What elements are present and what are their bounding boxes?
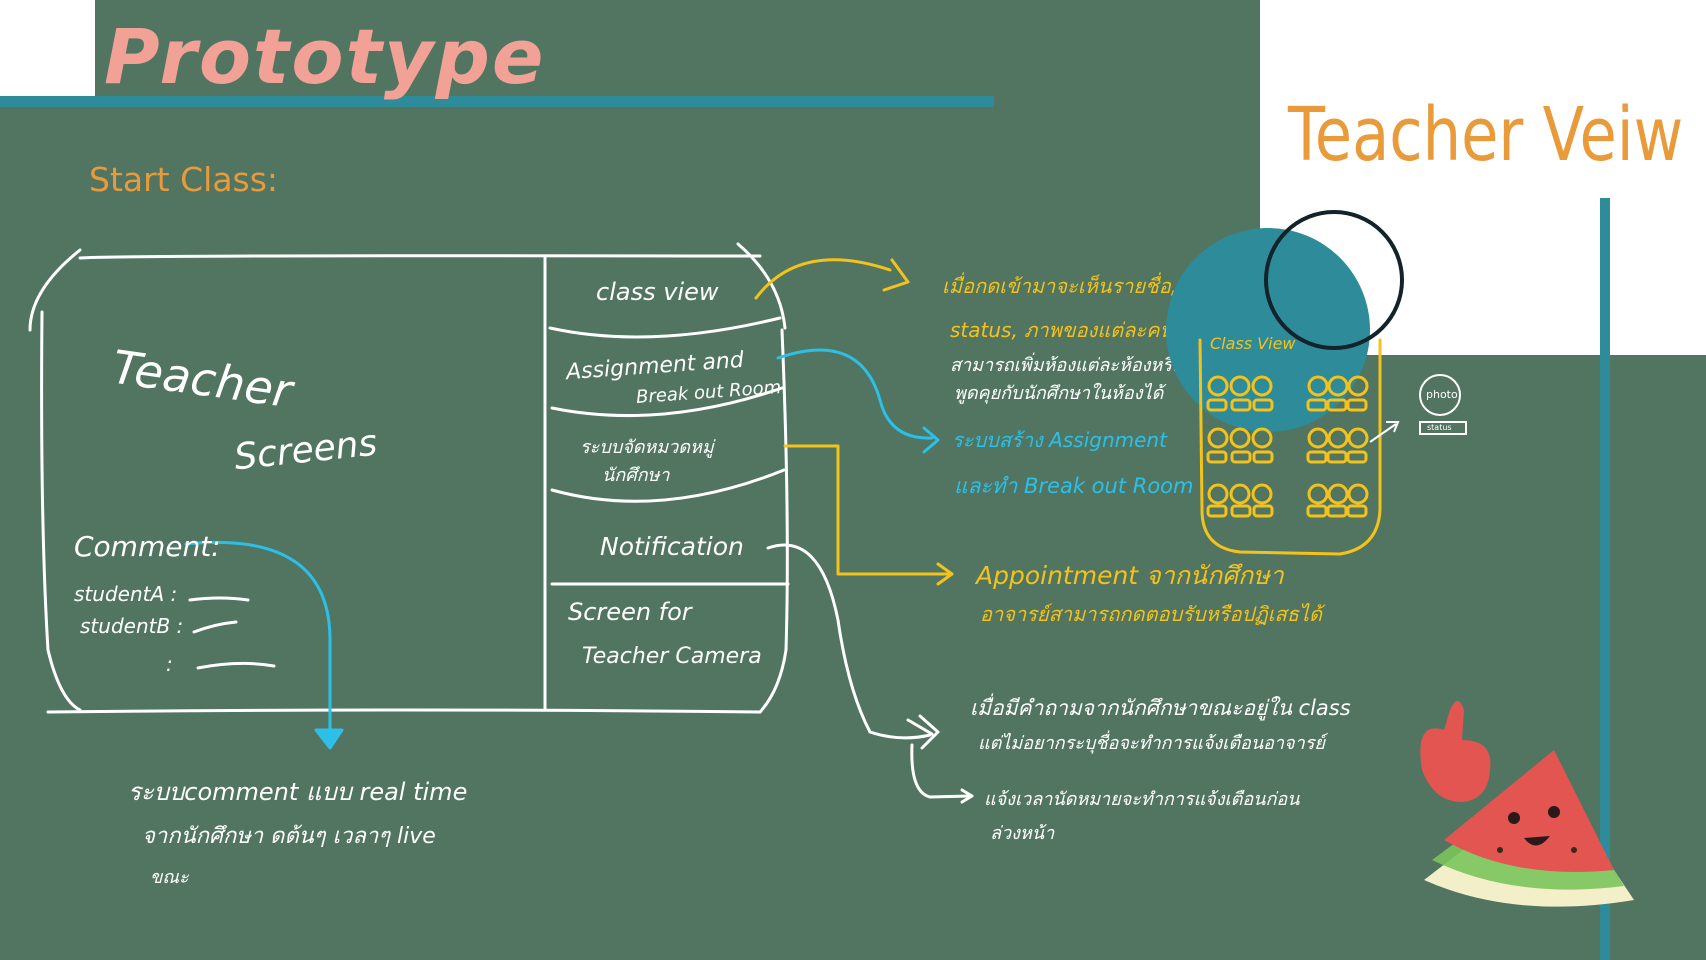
class-view-mock-title: Class View — [1210, 334, 1296, 353]
right-teal-bar — [1600, 198, 1610, 960]
panel-sep-2 — [550, 386, 784, 417]
comment-note-1: ระบบcomment แบบ real time — [128, 778, 468, 806]
thumbs-up-watermelon-icon — [1420, 701, 1634, 907]
notification-arrow-head-1 — [918, 714, 940, 750]
panel-screen-for: Screen for — [568, 598, 692, 626]
comment-note-2: จากนักศึกษา ดต้นๆ เวลาๆ live — [142, 824, 436, 849]
section-label: Start Class: — [89, 160, 279, 199]
comment-row-2: studentB : — [80, 614, 184, 638]
notification-arrow-head-2 — [960, 788, 974, 804]
page-title: Prototype — [104, 12, 546, 101]
frame-top — [78, 254, 762, 260]
panel-notification: Notification — [600, 532, 744, 561]
appointment-arrow — [783, 444, 952, 576]
comment-label: Comment: — [74, 530, 221, 563]
panel-students: นักศึกษา — [602, 465, 670, 486]
notification-arrow-path — [766, 543, 932, 740]
assignment-note-2: และทำ Break out Room — [954, 474, 1194, 498]
zoom-arrow — [1369, 423, 1397, 443]
comment-row-3: : — [166, 652, 173, 676]
decor-teal-circle — [1166, 228, 1370, 432]
title-underline — [0, 96, 994, 107]
panel-sep-1 — [548, 316, 782, 339]
notification-note-2b: ล่วงหน้า — [990, 823, 1055, 844]
classview-note-3: สามารถเพิ่มห้องแต่ละห้องหรือ — [950, 355, 1183, 376]
comment-note-3: ขณะ — [150, 867, 189, 888]
notification-arrow-path-2 — [910, 743, 972, 799]
assignment-arrow-head — [922, 426, 940, 454]
classview-arrow-head — [882, 258, 910, 292]
frame-left — [40, 310, 82, 712]
comment-arrow-head — [314, 728, 344, 750]
classview-note-2: status, ภาพของแต่ละคน — [950, 318, 1174, 342]
photo-label: photo — [1426, 388, 1458, 401]
frame-bottom — [46, 708, 762, 714]
notification-note-2a: แจ้งเวลานัดหมายจะทำการแจ้งเตือนก่อน — [984, 789, 1300, 810]
notification-note-1b: แต่ไม่อยากระบุชื่อจะทำการแจ้งเตือนอาจารย… — [978, 733, 1325, 754]
assignment-arrow — [776, 348, 934, 440]
view-title: Teacher Veiw — [1288, 92, 1684, 178]
decor-outline-circle — [1264, 210, 1404, 350]
frame-corner-tl — [28, 248, 82, 332]
panel-teacher-camera: Teacher Camera — [582, 644, 762, 669]
appointment-note-1: Appointment จากนักศึกษา — [976, 561, 1284, 590]
panel-category: ระบบจัดหมวดหมู่ — [580, 437, 714, 458]
class-view-frame — [1198, 338, 1382, 556]
status-label: status — [1427, 423, 1452, 432]
classview-arrow — [754, 258, 892, 300]
assignment-note-1: ระบบสร้าง Assignment — [952, 428, 1167, 452]
classview-note-1: เมื่อกดเข้ามาจะเห็นรายชื่อ, — [942, 274, 1178, 298]
appointment-note-2: อาจารย์สามารถกดตอบรับหรือปฏิเสธได้ — [980, 602, 1322, 626]
classview-note-4: พูดคุยกับนักศึกษาในห้องได้ — [954, 383, 1164, 404]
panel-class-view: class view — [596, 278, 719, 306]
frame-right — [758, 328, 789, 714]
appointment-arrow-head — [936, 562, 954, 586]
notification-note-1a: เมื่อมีคำถามจากนักศึกษาขณะอยู่ใน class — [970, 696, 1351, 720]
comment-row-1: studentA : — [74, 582, 178, 606]
photo-circle — [1419, 374, 1461, 416]
panel-sep-3 — [550, 468, 786, 503]
comment-arrow — [184, 540, 332, 732]
status-box — [1419, 421, 1467, 435]
student-grid — [1206, 375, 1369, 518]
